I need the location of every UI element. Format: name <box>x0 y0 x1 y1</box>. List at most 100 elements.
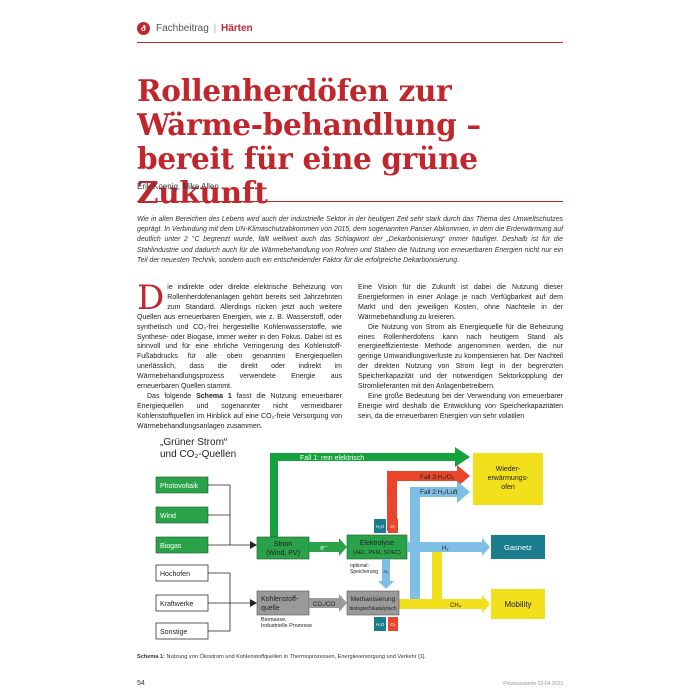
arrow-to-strom <box>250 541 257 549</box>
wieder-label: erwärmungs- <box>488 475 530 482</box>
schema-figure: „Grüner Strom“ und CO₂-Quellen Fall 1: r… <box>150 433 550 645</box>
body-paragraph: Das folgende Schema 1 fasst die Nutzung … <box>137 392 342 432</box>
mobility-box <box>491 589 545 619</box>
co2-arrow <box>309 598 339 608</box>
h2o-box-bottom <box>374 617 386 631</box>
section-separator: | <box>213 23 217 34</box>
fall1-label: Fall 1: rein elektrisch <box>300 455 364 462</box>
article-lead: Wie in allen Bereichen des Lebens wird a… <box>137 216 563 264</box>
drop-cap: D <box>137 278 165 318</box>
kohlenstoff-label: Kohlenstoff- <box>261 596 299 603</box>
source-label: Wind <box>160 513 176 520</box>
body-paragraph: Eine große Bedeutung bei der Verwendung … <box>358 392 563 420</box>
biomasse-label: Industrielle Prozesse <box>261 623 312 629</box>
co2-arrow-head <box>339 594 347 612</box>
arrow-fall1 <box>455 447 470 467</box>
source-label: Hochofen <box>160 571 190 578</box>
h2-down-arrow <box>378 581 394 589</box>
mobility-label: Mobility <box>504 600 531 609</box>
methanisierung-label: Methanisierung <box>351 596 396 603</box>
strom-label: Strom <box>274 541 293 548</box>
h2-label-small: H₂ <box>384 569 389 574</box>
body-paragraph: Eine Vision für die Zukunft ist dabei di… <box>358 284 563 321</box>
strom-label: (Wind, PV) <box>266 550 300 557</box>
section-name: Fachbeitrag <box>156 23 209 34</box>
o2-box <box>388 519 398 533</box>
arrow-fall2 <box>457 481 470 503</box>
h2-arrow <box>482 538 490 556</box>
paragraph-text: Das folgende <box>147 392 197 400</box>
publication-footer: Prozesswärme 03-04 2023 <box>503 681 563 687</box>
source-label: Biogas <box>160 543 182 550</box>
elektrolyse-label: (AEL, PEM, SOEC) <box>353 550 401 556</box>
biomasse-label: Biomasse, <box>261 617 287 623</box>
authors-rule <box>137 201 563 202</box>
green-riser <box>270 453 278 553</box>
header-rule <box>137 42 563 43</box>
arrow-fall3 <box>457 465 470 487</box>
caption-label: Schema 1: <box>137 654 165 660</box>
h2-down-line <box>382 559 390 581</box>
arrow-to-kohlenstoff <box>250 599 257 607</box>
h2o-label: H₂O <box>376 524 385 529</box>
paragraph-text: ie indirekte oder direkte elektrische Be… <box>137 284 342 391</box>
figure-title: „Grüner Strom“ und CO₂-Quellen <box>160 437 236 461</box>
o2-label: O₂ <box>390 524 396 529</box>
figure-reference: Schema 1 <box>196 392 232 400</box>
h2o-label: H₂O <box>376 622 385 627</box>
publication-logo-icon: ð <box>137 22 150 35</box>
figure-title-line: „Grüner Strom“ <box>160 437 228 448</box>
gasnetz-box <box>491 535 545 559</box>
h2o-box <box>374 519 386 533</box>
elektrolyse-label: Elektrolyse <box>360 540 394 547</box>
red-riser <box>387 471 397 531</box>
h2-label: H₂ <box>442 546 449 552</box>
blue-line <box>410 487 457 497</box>
elektrolyse-box <box>346 534 408 560</box>
electron-arrow-head <box>339 538 347 556</box>
caption-text: Nutzung von Ökostrom und Kohlenstoffquel… <box>164 654 426 660</box>
wieder-label: ofen <box>501 484 515 491</box>
figure-caption: Schema 1: Nutzung von Ökostrom und Kohle… <box>137 654 426 660</box>
body-paragraph: Die Nutzung von Strom als Energiequelle … <box>358 323 563 391</box>
schema-diagram: Fall 1: rein elektrisch Fall 3:H₂/O₂ Fal… <box>155 447 545 640</box>
source-label: Photovoltaik <box>160 483 199 490</box>
green-top-line <box>270 453 455 461</box>
connector-lines <box>208 484 250 632</box>
kohlenstoff-label: quelle <box>261 605 280 612</box>
methanisierung-label: biologisch/katalytisch <box>350 606 397 612</box>
electron-arrow <box>309 542 339 552</box>
ch4-line <box>398 599 482 609</box>
section-topic: Härten <box>220 23 253 34</box>
h2-line <box>407 542 482 552</box>
article-title: Rollenherdöfen zur Wärme-behandlung – be… <box>137 73 481 210</box>
source-label: Kraftwerke <box>160 601 194 608</box>
body-column-right: Eine Vision für die Zukunft ist dabei di… <box>358 283 563 422</box>
section-label: Fachbeitrag | Härten <box>156 23 253 34</box>
article-authors: Erik Koenig, Mike Allen <box>137 182 219 191</box>
ch4-arrow <box>482 595 490 613</box>
red-line <box>387 471 457 481</box>
fall3-label: Fall 3:H₂/O₂ <box>420 474 455 481</box>
co2-label: CO₂/CO <box>313 602 335 608</box>
fall2-label: Fall 2:H₂/Luft <box>420 489 458 496</box>
optional-label: Speicherung <box>350 569 378 575</box>
wieder-label: Wieder- <box>496 466 521 473</box>
electron-label: e⁻ <box>320 545 328 552</box>
paragraph-text: fasst die Nutzung erneuerbarer Energiequ… <box>137 392 342 430</box>
o2-box-bottom <box>388 617 398 631</box>
figure-title-line: und CO₂-Quellen <box>160 449 237 460</box>
optional-label: optional: <box>350 563 369 569</box>
gasnetz-label: Gasnetz <box>504 543 532 552</box>
source-label: Sonstige <box>160 629 187 636</box>
ch4-riser <box>432 552 442 607</box>
wiedererwaermungsofen-box <box>473 453 543 505</box>
page-number: 54 <box>137 680 145 687</box>
methanisierung-box <box>346 590 400 616</box>
o2-label: O₂ <box>390 622 396 627</box>
page-header: ð Fachbeitrag | Härten <box>137 22 253 35</box>
ch4-label: CH₄ <box>450 603 462 609</box>
